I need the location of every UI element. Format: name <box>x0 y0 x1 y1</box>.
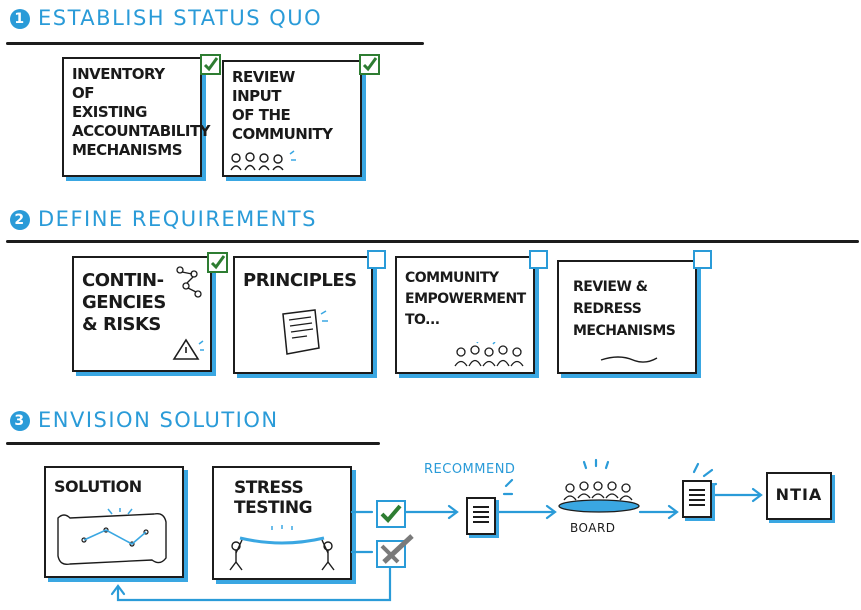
section-1-number: 1 <box>10 9 30 29</box>
green-check-icon <box>380 504 402 523</box>
section-1-heading: 1 ESTABLISH STATUS QUO <box>10 6 322 30</box>
card-contingencies: CONTIN- GENCIES & RISKS <box>72 256 212 372</box>
card-contingencies-label: CONTIN- GENCIES & RISKS <box>82 270 166 335</box>
checkbox-empty-community-empowerment <box>529 250 548 269</box>
board-table-icon <box>558 481 640 513</box>
section-3-number: 3 <box>10 411 30 431</box>
card-review-input-label: REVIEW INPUT of the COMMUNITY <box>232 68 333 143</box>
card-solution-label: SOLUTION <box>54 477 142 496</box>
warning-triangle-icon <box>172 338 204 360</box>
card-review-input: REVIEW INPUT of the COMMUNITY <box>222 60 362 177</box>
section-3-heading: 3 ENVISION SOLUTION <box>10 408 279 432</box>
board-label: BOARD <box>570 521 616 535</box>
checkbox-checked-contingencies <box>207 252 228 273</box>
recommend-label: RECOMMEND <box>424 462 516 477</box>
card-principles: PRINCIPLES <box>233 256 373 374</box>
section-3-title: ENVISION SOLUTION <box>38 408 279 432</box>
document-icon-2 <box>682 480 712 518</box>
section-3-rule <box>6 442 380 445</box>
checkbox-empty-principles <box>367 250 386 269</box>
network-nodes-icon <box>176 266 202 298</box>
ntia-label: NTIA <box>775 485 823 504</box>
section-2-rule <box>6 240 859 243</box>
checkbox-accept <box>376 500 406 528</box>
scroll-document-icon <box>282 309 328 355</box>
card-review-redress-label: REVIEW & REDRESS MECHANISMS <box>573 279 676 339</box>
checkbox-checked-review-input <box>359 54 380 75</box>
map-scroll-icon <box>57 508 167 566</box>
card-review-redress: REVIEW & REDRESS MECHANISMS <box>557 260 697 374</box>
swoosh-icon <box>600 356 658 363</box>
section-2-number: 2 <box>10 210 30 230</box>
checkbox-checked-inventory <box>200 54 221 75</box>
card-inventory-label: INVENTORY of EXISTING ACCOUNTABILITY MEC… <box>72 65 211 159</box>
card-community-empowerment: COMMUNITY EMPOWERMENT TO... <box>395 256 535 374</box>
people-icon <box>230 150 296 171</box>
section-2-heading: 2 DEFINE REQUIREMENTS <box>10 207 317 231</box>
document-icon-1 <box>466 497 496 535</box>
checkbox-reject <box>376 534 414 568</box>
card-stress-testing: STRESS TESTING <box>212 466 352 580</box>
card-community-empowerment-label: COMMUNITY EMPOWERMENT TO... <box>405 270 526 328</box>
card-principles-label: PRINCIPLES <box>243 270 357 291</box>
card-inventory: INVENTORY of EXISTING ACCOUNTABILITY MEC… <box>62 57 211 177</box>
crowd-icon <box>454 342 524 367</box>
card-solution: SOLUTION <box>44 466 184 578</box>
checkbox-empty-review-redress <box>693 250 712 269</box>
section-2-title: DEFINE REQUIREMENTS <box>38 207 317 231</box>
section-1-rule <box>6 42 424 45</box>
section-1-title: ESTABLISH STATUS QUO <box>38 6 323 30</box>
ntia-box: NTIA <box>766 472 832 520</box>
stress-test-figures-icon <box>229 525 335 571</box>
card-stress-testing-label: STRESS TESTING <box>234 478 313 518</box>
gray-x-icon <box>380 534 414 564</box>
